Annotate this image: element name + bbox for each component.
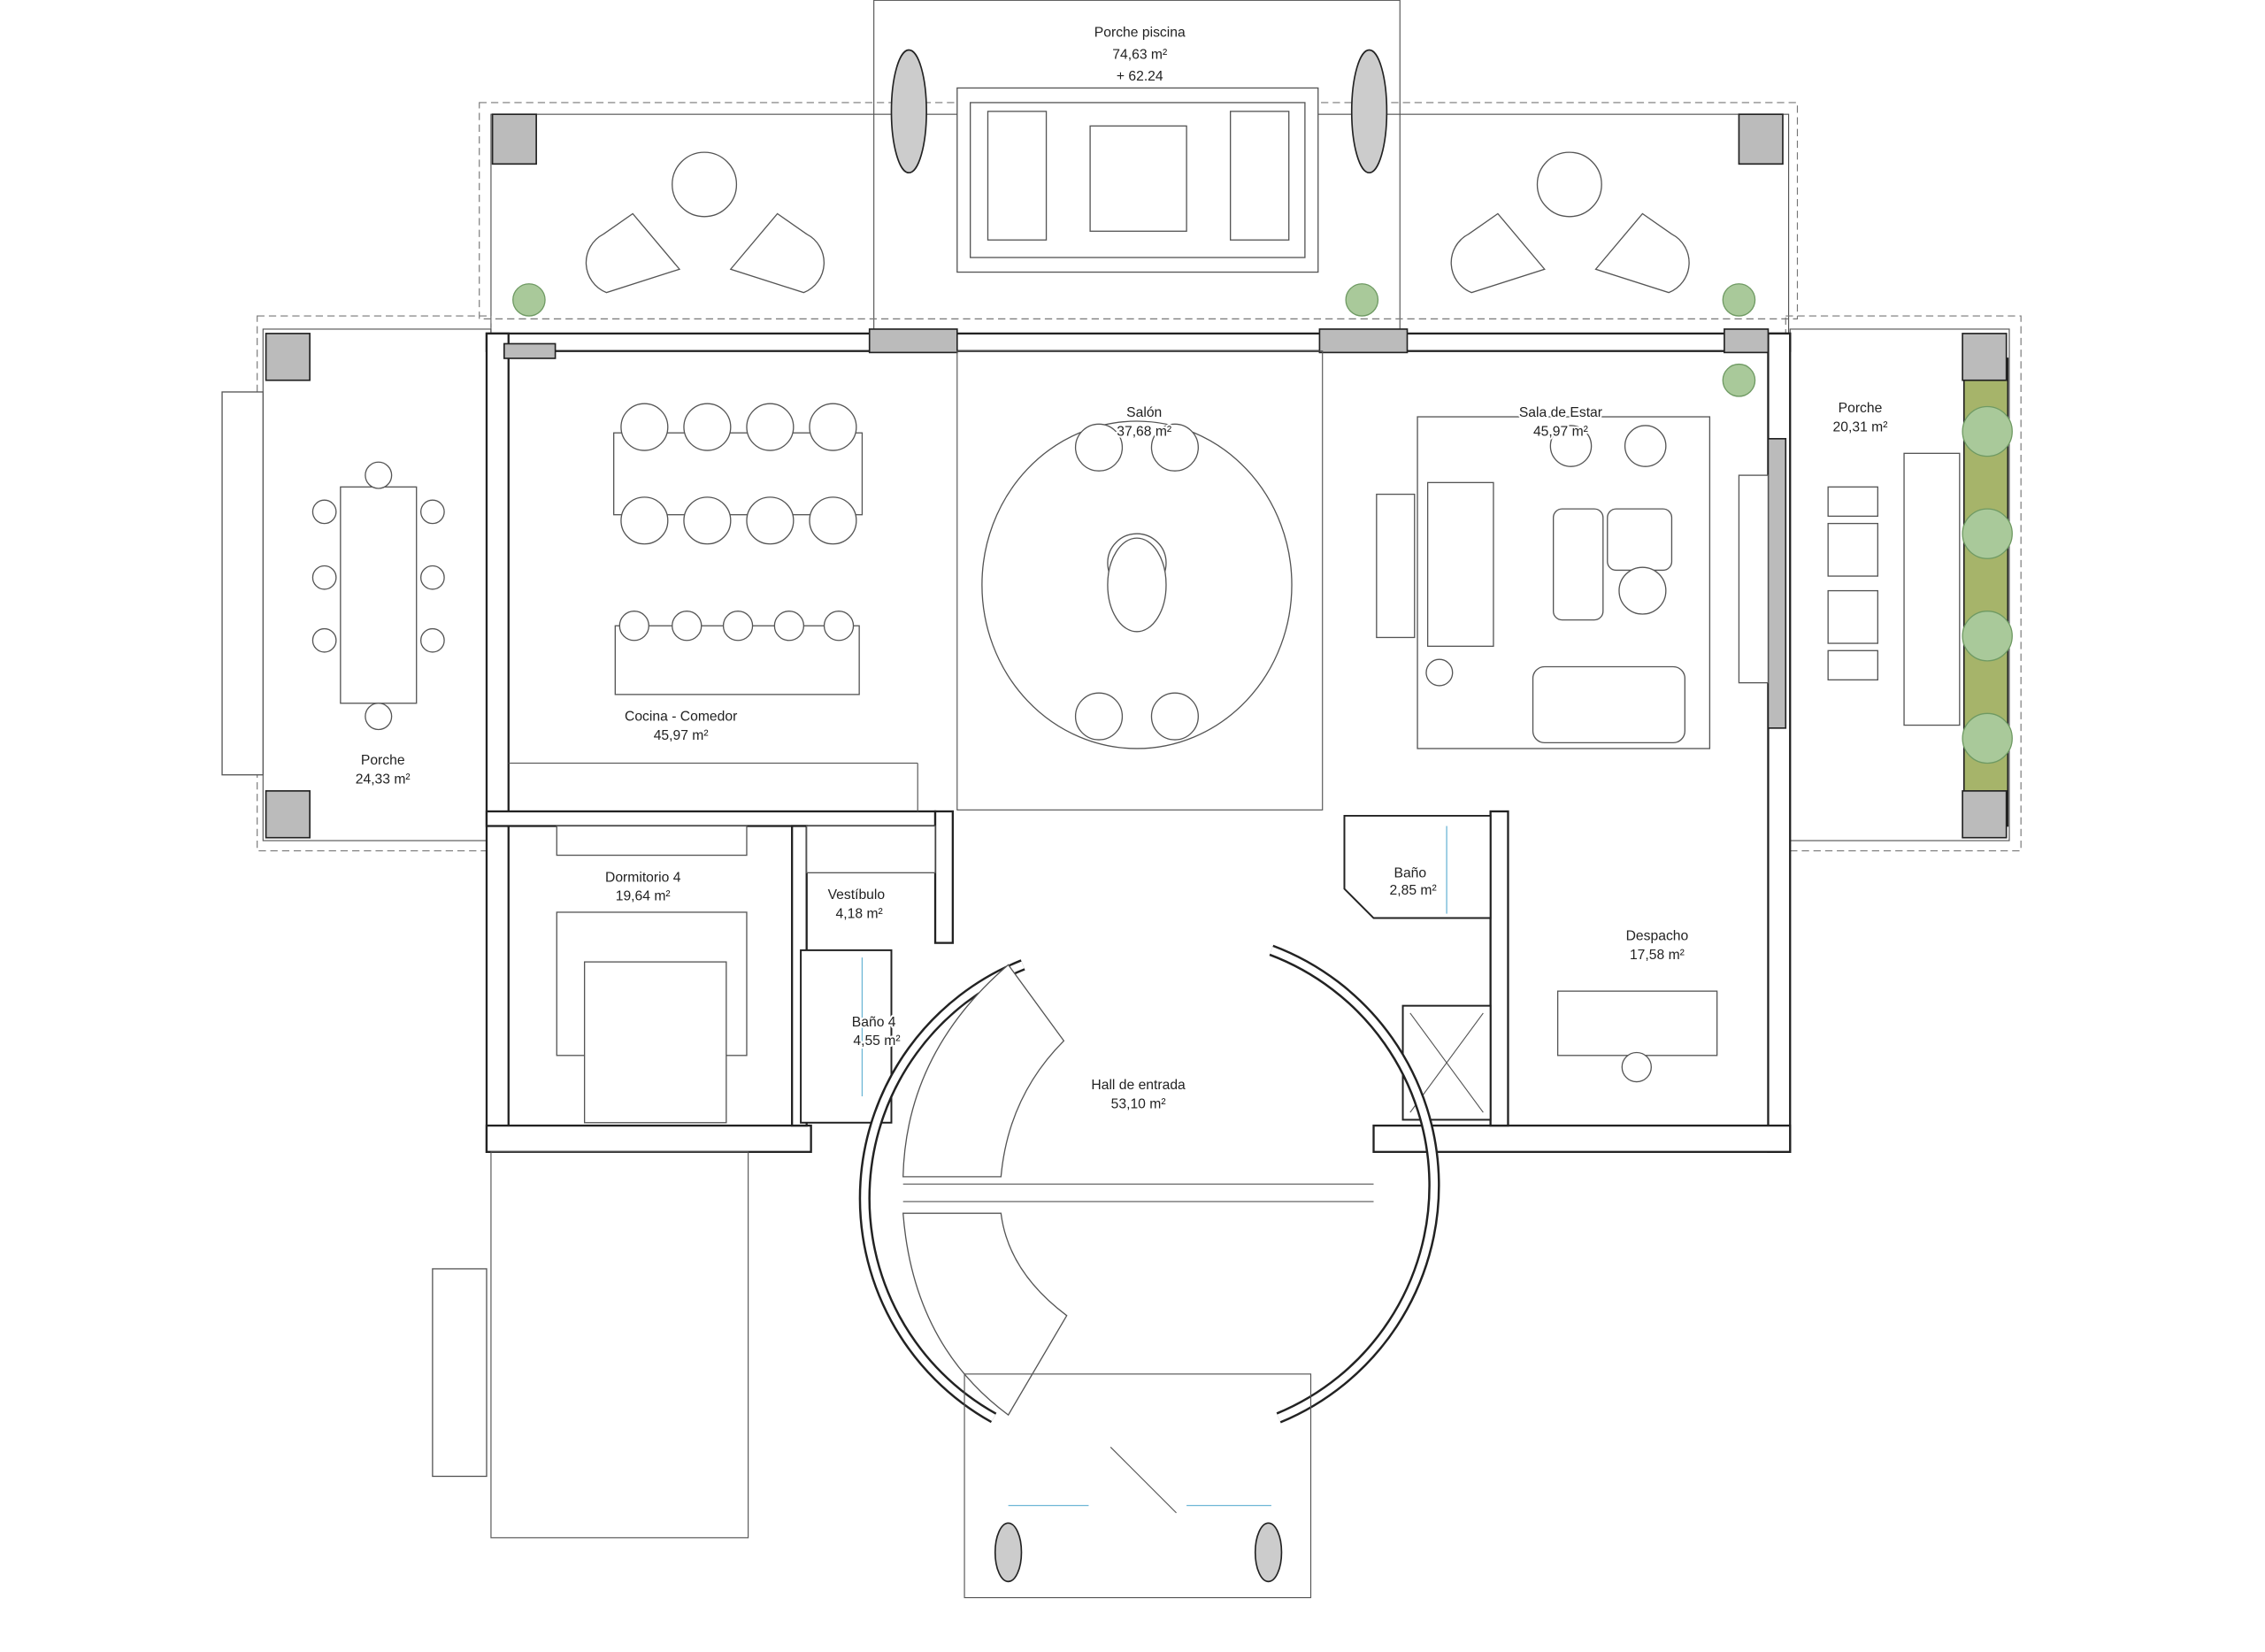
label-despacho: Despacho [1626, 928, 1689, 943]
porche-izquierdo-area [221, 315, 492, 852]
exterior-walls [485, 328, 1792, 1153]
area-cocina: 45,97 m² [654, 728, 709, 743]
chair [365, 461, 393, 489]
staircase [902, 1212, 1068, 1417]
chair [722, 611, 754, 642]
desk [1556, 990, 1718, 1057]
chair [620, 496, 669, 545]
room-labels: Porche piscina 74,63 m² + 62.24 Salón 37… [354, 24, 1890, 1114]
label-bano: Baño [1394, 865, 1426, 880]
chair [1150, 423, 1199, 472]
wardrobe [556, 825, 748, 857]
sofa [1903, 452, 1961, 726]
sala-estar-furniture [1376, 416, 1770, 749]
salon-furniture [956, 350, 1324, 811]
extra-porche-piscina: + 62.24 [1117, 69, 1163, 84]
kitchen-furniture [508, 432, 918, 811]
chair [620, 403, 669, 451]
chair [823, 611, 855, 642]
chair [420, 499, 445, 525]
area-despacho: 17,58 m² [1630, 948, 1685, 963]
area-bano4: 4,55 m² [853, 1033, 900, 1049]
plants [512, 283, 2013, 765]
area-vestibulo: 4,18 m² [836, 907, 883, 922]
dining-table [340, 486, 418, 704]
porche-piscina-area [479, 0, 1799, 334]
area-porche-izquierdo: 24,33 m² [356, 772, 411, 788]
chair [420, 627, 445, 653]
dormitorio-furniture [556, 825, 936, 1124]
chair [420, 565, 445, 590]
staircase [902, 964, 1065, 1178]
porche-derecho-area [1785, 315, 2022, 852]
chair [1624, 425, 1667, 467]
chair [365, 703, 393, 731]
label-vestibulo: Vestíbulo [828, 887, 886, 903]
label-porche-izquierdo: Porche [361, 753, 405, 768]
bathrooms [800, 814, 1492, 1124]
chair [1150, 692, 1199, 741]
area-porche-piscina: 74,63 m² [1112, 47, 1167, 62]
chair [311, 627, 337, 653]
chair [809, 496, 857, 545]
area-porche-derecho: 20,31 m² [1833, 420, 1888, 435]
label-sala-estar: Sala de Estar [1519, 405, 1602, 420]
chair [1621, 1051, 1652, 1083]
chair [311, 499, 337, 525]
chair [809, 403, 857, 451]
area-salon: 37,68 m² [1117, 425, 1171, 440]
despacho-furniture [1401, 990, 1718, 1121]
area-sala-estar: 45,97 m² [1533, 425, 1588, 440]
chairs [311, 403, 1667, 1083]
column-ellipse [1350, 49, 1388, 174]
label-porche-piscina: Porche piscina [1094, 26, 1186, 41]
label-cocina: Cocina - Comedor [625, 710, 737, 725]
chair [746, 403, 795, 451]
area-dormitorio4: 19,64 m² [616, 889, 671, 904]
chair [683, 496, 732, 545]
chair [1549, 425, 1593, 467]
chair [672, 611, 703, 642]
area-hall: 53,10 m² [1111, 1096, 1166, 1111]
columns [265, 113, 2008, 839]
chair [683, 403, 732, 451]
chair [746, 496, 795, 545]
chair [1074, 692, 1124, 741]
bed [583, 961, 727, 1124]
hall-rotunda [432, 944, 1440, 1599]
label-bano4: Baño 4 [852, 1015, 896, 1030]
label-dormitorio4: Dormitorio 4 [605, 870, 681, 885]
chair [773, 611, 805, 642]
chair [311, 565, 337, 590]
column-ellipse [890, 49, 927, 174]
area-bano: 2,85 m² [1390, 883, 1437, 898]
chair [1074, 423, 1124, 472]
chair [1618, 566, 1667, 615]
label-porche-derecho: Porche [1839, 401, 1883, 416]
grid-paving [221, 391, 264, 776]
chair [1425, 658, 1454, 687]
label-salon: Salón [1126, 405, 1162, 420]
label-hall: Hall de entrada [1091, 1078, 1186, 1093]
chair [618, 611, 649, 642]
